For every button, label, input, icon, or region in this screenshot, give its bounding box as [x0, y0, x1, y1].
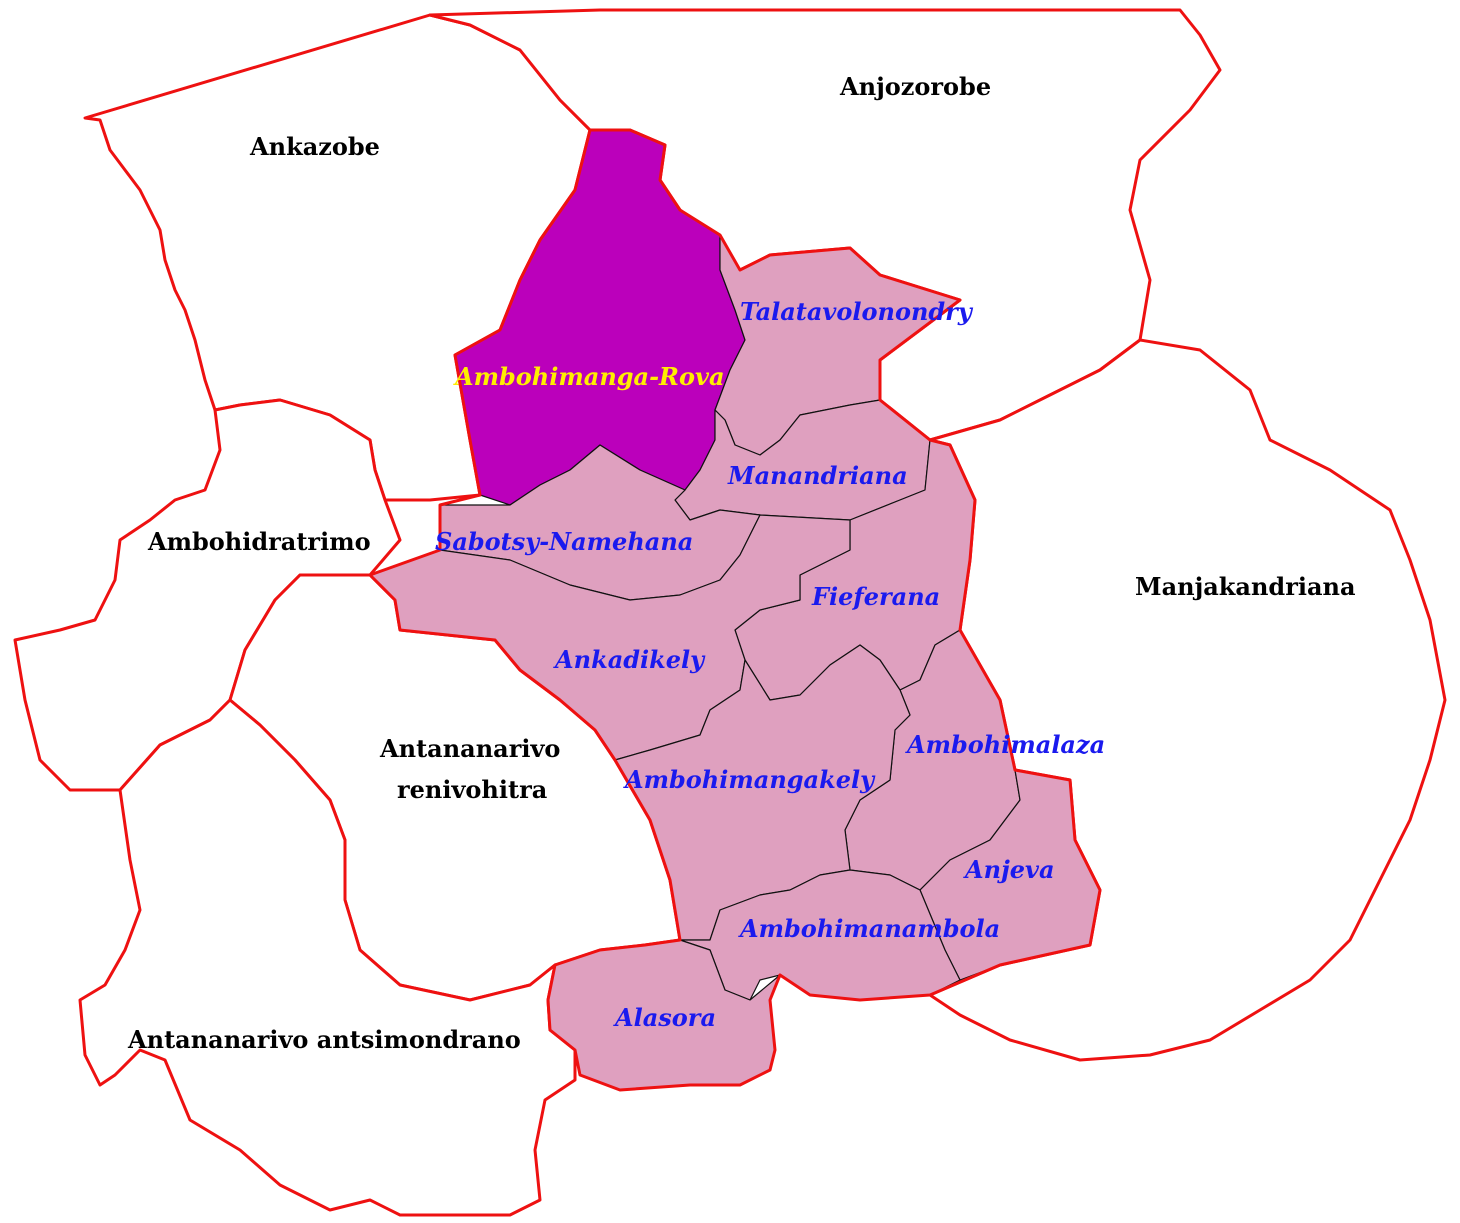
commune-label-manandriana: Manandriana	[727, 461, 908, 490]
district-label-manjakandriana: Manjakandriana	[1135, 572, 1356, 601]
commune-label-ambohimanambola: Ambohimanambola	[738, 914, 1000, 943]
district-label-antsimondrano: Antananarivo antsimondrano	[127, 1025, 521, 1054]
commune-ambohimanambola-area[interactable]	[679, 869, 961, 1001]
group-boundary	[368, 128, 1102, 1092]
district-label-ankazobe: Ankazobe	[249, 132, 380, 161]
commune-label-ambohimanga-rova: Ambohimanga-Rova	[453, 362, 725, 391]
commune-label-talatavolonondry: Talatavolonondry	[740, 297, 974, 326]
district-label-anjozorobe: Anjozorobe	[839, 72, 991, 101]
commune-label-sabotsy-namehana: Sabotsy-Namehana	[435, 527, 693, 556]
district-label-renivohitra-line1: Antananarivo	[379, 734, 560, 763]
commune-label-ambohimalaza: Ambohimalaza	[905, 730, 1105, 759]
commune-label-alasora: Alasora	[613, 1003, 716, 1032]
commune-label-anjeva: Anjeva	[963, 855, 1055, 884]
district-label-ambohidratrimo: Ambohidratrimo	[147, 527, 371, 556]
district-label-renivohitra-line2: renivohitra	[397, 775, 547, 804]
commune-label-fieferana: Fieferana	[811, 582, 940, 611]
commune-label-ambohimangakely: Ambohimangakely	[623, 765, 876, 794]
commune-label-ankadikely: Ankadikely	[553, 645, 706, 674]
district-antsimondrano-region[interactable]	[78, 698, 577, 1217]
